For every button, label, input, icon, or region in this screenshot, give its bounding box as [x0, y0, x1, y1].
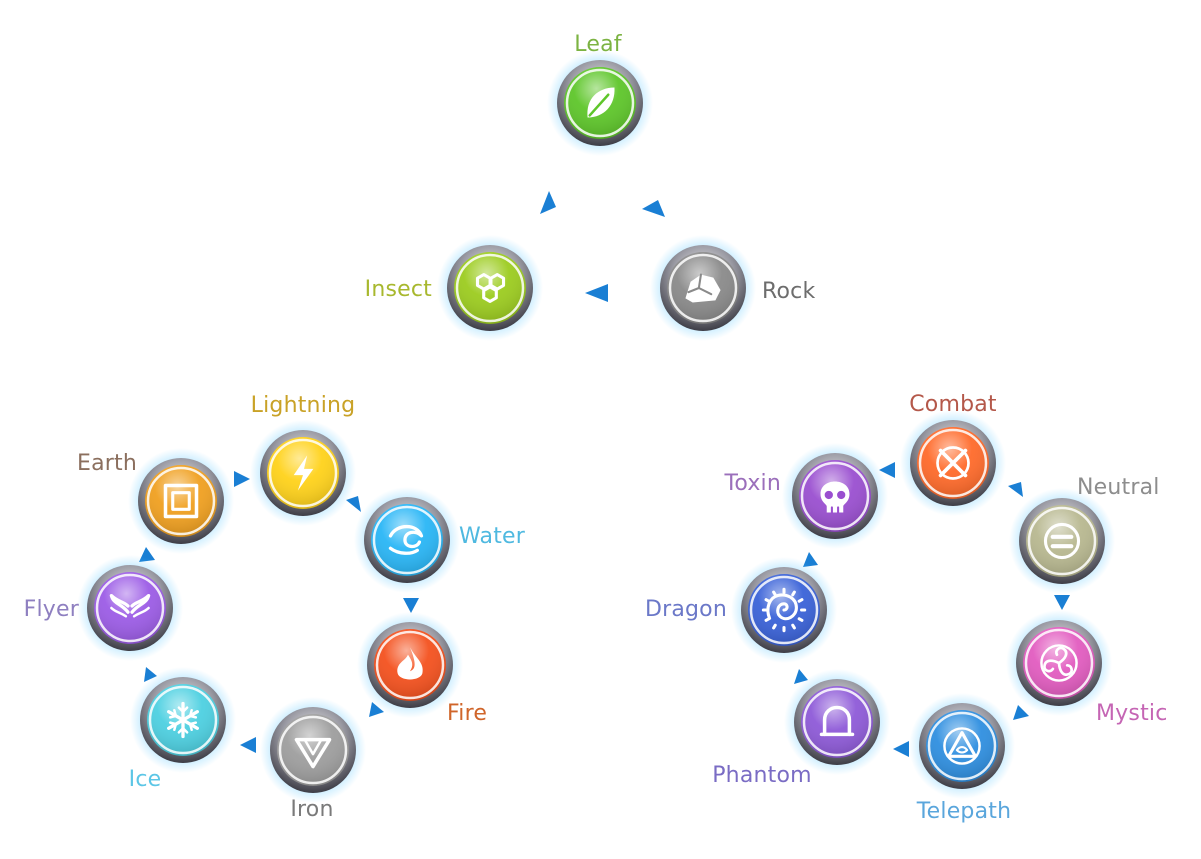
- arrow-mystic-to-telepath: [1013, 705, 1029, 720]
- triangle-shield-icon: [294, 737, 332, 769]
- badge-neutral: [1009, 488, 1115, 594]
- ghost-icon: [819, 705, 855, 737]
- badge-shine: [801, 686, 873, 758]
- badge-ice: [130, 667, 236, 773]
- label-fire: Fire: [447, 701, 487, 726]
- badge-shine: [371, 504, 443, 576]
- label-iron: Iron: [290, 797, 333, 822]
- badge-inner-ring: [802, 687, 872, 757]
- arrow-telepath-to-phantom: [893, 741, 909, 757]
- badge-mystic: [1006, 610, 1112, 716]
- eye-triangle-icon: [943, 727, 981, 765]
- badge-phantom: [784, 669, 890, 775]
- badge-flyer: [77, 555, 183, 661]
- badge-inner-ring: [918, 428, 988, 498]
- skull-icon: [820, 481, 850, 514]
- badge-inner-ring: [278, 715, 348, 785]
- badge-toxin: [782, 443, 888, 549]
- arrow-combat-to-toxin: [879, 462, 895, 478]
- wave-icon: [388, 524, 424, 555]
- label-ice: Ice: [129, 767, 162, 792]
- badge-telepath: [909, 693, 1015, 799]
- arrow-combat-to-neutral: [1008, 482, 1023, 497]
- badge-inner-ring: [927, 711, 997, 781]
- badge-earth: [128, 448, 234, 554]
- label-earth: Earth: [77, 451, 137, 476]
- badge-insect: [437, 235, 543, 341]
- arrow-rock-to-insect: [585, 284, 608, 302]
- badge-leaf: [547, 50, 653, 156]
- lightning-bolt-icon: [293, 455, 314, 491]
- leaf-icon: [587, 87, 615, 118]
- label-rock: Rock: [762, 279, 815, 304]
- badge-inner-ring: [668, 253, 738, 323]
- label-neutral: Neutral: [1077, 475, 1160, 500]
- badge-inner-ring: [95, 573, 165, 643]
- badge-inner-ring: [1027, 506, 1097, 576]
- arrow-neutral-to-mystic: [1054, 595, 1070, 610]
- badge-water: [354, 487, 460, 593]
- arrow-iron-to-ice: [240, 737, 256, 753]
- labels: Leaf Rock Insect Lightning Water Fire Ir…: [24, 32, 1168, 824]
- label-toxin: Toxin: [723, 471, 781, 496]
- badge-inner-ring: [146, 466, 216, 536]
- badge-inner-ring: [375, 630, 445, 700]
- arrow-water-to-fire: [403, 598, 419, 613]
- label-insect: Insect: [365, 277, 433, 302]
- badge-inner-ring: [455, 253, 525, 323]
- badge-rock: [650, 235, 756, 341]
- badge-inner-ring: [372, 505, 442, 575]
- label-lightning: Lightning: [251, 393, 356, 418]
- badge-lightning: [250, 420, 356, 526]
- badge-dragon: [731, 557, 837, 663]
- badge-fire: [357, 612, 463, 718]
- badge-shine: [1026, 505, 1098, 577]
- label-combat: Combat: [909, 392, 997, 417]
- arrow-fire-to-iron: [369, 702, 384, 717]
- snowflake-icon: [167, 701, 199, 739]
- label-phantom: Phantom: [712, 763, 812, 788]
- label-telepath: Telepath: [916, 799, 1012, 824]
- flame-icon: [397, 647, 423, 680]
- honeycomb-icon: [475, 273, 506, 303]
- rock-icon: [685, 273, 721, 303]
- badge-inner-ring: [565, 68, 635, 138]
- label-dragon: Dragon: [645, 597, 727, 622]
- badge-inner-ring: [148, 685, 218, 755]
- badge-iron: [260, 697, 366, 803]
- square-target-icon: [163, 483, 199, 519]
- arrow-earth-to-lightning: [234, 471, 250, 487]
- badge-shine: [145, 465, 217, 537]
- badge-inner-ring: [800, 461, 870, 531]
- equals-icon: [1043, 522, 1081, 560]
- arrow-ice-to-flyer: [144, 667, 157, 682]
- label-mystic: Mystic: [1096, 701, 1168, 726]
- badge-shine: [277, 714, 349, 786]
- crossed-swords-icon: [936, 446, 970, 480]
- badge-combat: [900, 410, 1006, 516]
- wings-icon: [109, 593, 151, 618]
- badge-shine: [94, 572, 166, 644]
- label-water: Water: [459, 524, 526, 549]
- badge-inner-ring: [268, 438, 338, 508]
- badge-inner-ring: [1024, 628, 1094, 698]
- spiral-icon: [761, 587, 807, 633]
- arrow-lightning-to-water: [346, 496, 361, 512]
- arrow-leaf-to-rock: [642, 200, 665, 217]
- label-flyer: Flyer: [24, 597, 80, 622]
- label-leaf: Leaf: [574, 32, 622, 57]
- arrow-insect-to-leaf: [540, 191, 556, 214]
- triskelion-icon: [1040, 644, 1078, 682]
- badge-inner-ring: [749, 575, 819, 645]
